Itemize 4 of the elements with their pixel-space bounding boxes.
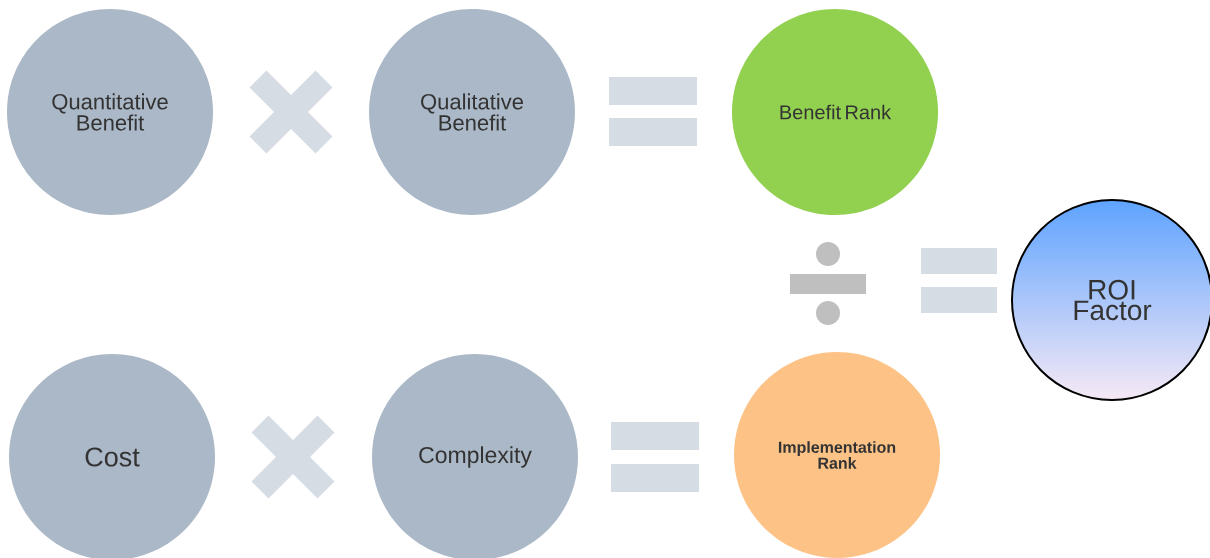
circle-node: Quantitative Benefit [7, 9, 213, 215]
circle-node: Benefit Rank [732, 9, 938, 215]
circle-node: Qualitative Benefit [369, 9, 575, 215]
circle-node: Implementation Rank [734, 352, 940, 558]
